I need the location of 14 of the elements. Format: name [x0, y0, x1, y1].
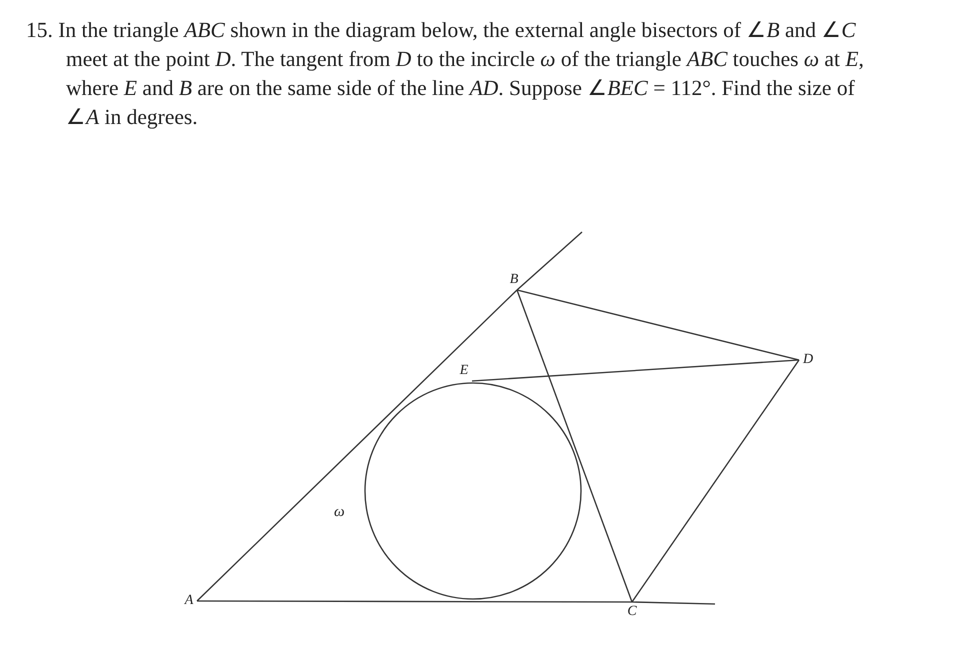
line-segment: [472, 359, 800, 382]
line-segment: [631, 360, 800, 602]
point-label: B: [506, 270, 522, 290]
problem-text: 15. In the triangle ABC shown in the diagram below, the external angle bisectors of ∠B and ∠C meet at the point D. The tangent from D to the incircle ω of the triangle ABC touches ω at E, where E and B are on the same side of the line AD. Suppose ∠BEC = 112°. Find the size of ∠A in degrees.: [26, 17, 865, 131]
line-segment: [196, 290, 518, 602]
incircle: [364, 382, 582, 600]
circle-label: ω: [334, 504, 345, 521]
point-label: D: [800, 350, 816, 370]
point-label: A: [181, 591, 197, 611]
line-segment: [516, 290, 633, 602]
point-label: E: [456, 361, 472, 381]
line-segment: [197, 600, 632, 603]
line-segment: [516, 289, 800, 361]
point-label: C: [624, 602, 640, 622]
